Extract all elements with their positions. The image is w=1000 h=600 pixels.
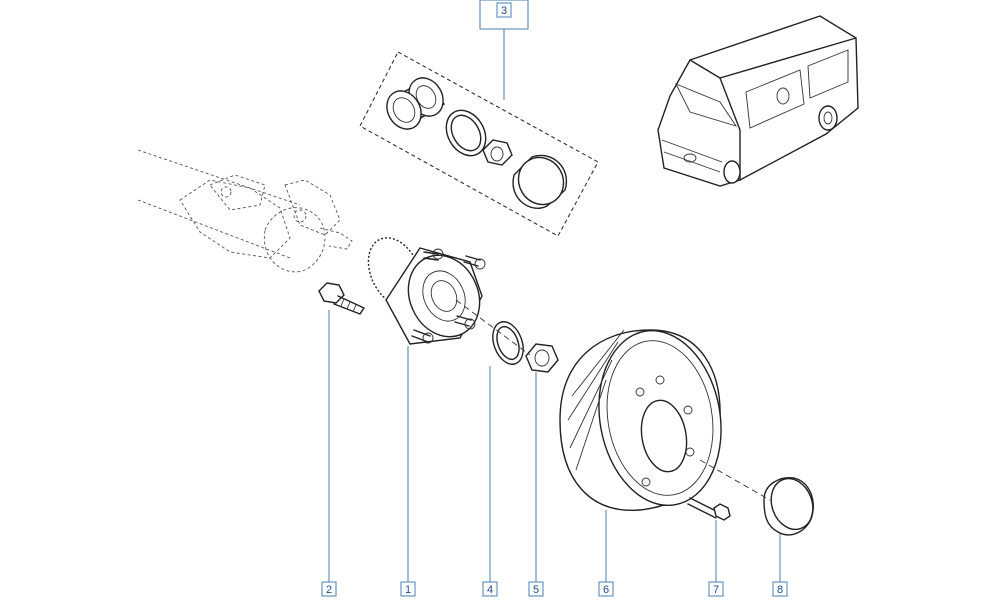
part-2-bolt bbox=[318, 282, 365, 315]
kit-dust-cap bbox=[512, 154, 568, 209]
part-8-cap bbox=[763, 477, 814, 536]
leader-lines bbox=[328, 20, 781, 582]
kit-bearing bbox=[386, 77, 446, 130]
callout-2-label: 2 bbox=[326, 584, 332, 596]
part-1-hub bbox=[367, 237, 486, 345]
part-5-nut bbox=[525, 343, 559, 373]
callout-8-label: 8 bbox=[777, 584, 783, 596]
callout-8[interactable]: 8 bbox=[772, 581, 788, 597]
bearing-kit-group bbox=[359, 51, 599, 237]
exploded-axis-lines bbox=[455, 299, 771, 501]
callout-7-label: 7 bbox=[713, 584, 719, 596]
callout-6[interactable]: 6 bbox=[598, 581, 614, 597]
callout-1-label: 1 bbox=[405, 584, 411, 596]
callout-3[interactable]: 3 bbox=[479, 0, 529, 30]
callout-6-label: 6 bbox=[603, 584, 609, 596]
callout-7[interactable]: 7 bbox=[708, 581, 724, 597]
part-4-circlip bbox=[492, 321, 524, 365]
callout-4-label: 4 bbox=[487, 584, 493, 596]
kit-nut bbox=[482, 139, 513, 166]
callout-3-label: 3 bbox=[501, 5, 507, 17]
callout-2[interactable]: 2 bbox=[321, 581, 337, 597]
kit-circlip bbox=[445, 109, 487, 157]
van-illustration bbox=[657, 15, 859, 187]
callout-5[interactable]: 5 bbox=[528, 581, 544, 597]
part-6-brake-drum bbox=[559, 329, 722, 511]
part-7-screw bbox=[687, 497, 731, 521]
callout-5-label: 5 bbox=[533, 584, 539, 596]
callout-1[interactable]: 1 bbox=[400, 581, 416, 597]
axle-housing-ghost bbox=[137, 149, 353, 273]
callout-4[interactable]: 4 bbox=[482, 581, 498, 597]
